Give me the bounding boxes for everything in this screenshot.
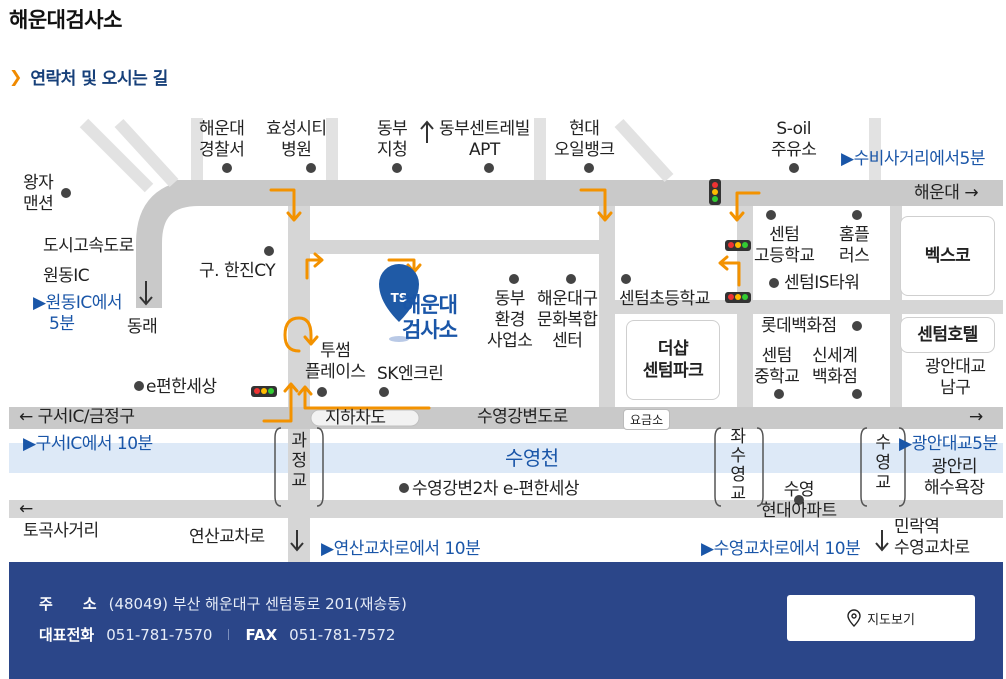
fax-label: FAX [245, 625, 278, 644]
road-label-suyeong: 수영강변도로 [477, 407, 568, 427]
river-label: 수영천 [505, 446, 559, 470]
phone-value: 051-781-7570 [106, 625, 213, 644]
traffic-light-icon [725, 240, 751, 251]
place-markers [61, 163, 862, 505]
place-centum-is-tower: 센텀IS타워 [784, 273, 860, 293]
place-e-pyeonhan: e편한세상 [146, 377, 217, 397]
phone-label: 대표전화 [39, 626, 95, 644]
traffic-light-icon [725, 292, 751, 303]
toll-label: 요금소 [623, 409, 671, 430]
place-yeonsan: 연산교차로 [189, 527, 265, 547]
road-h-mid [310, 240, 599, 254]
location-pin-icon [379, 264, 419, 342]
river-band [9, 443, 1003, 473]
road-v1-lower [288, 429, 310, 562]
address-label: 주 소 [39, 595, 97, 613]
address-row: 주 소 (48049) 부산 해운대구 센텀동로 201(재송동) [39, 593, 407, 614]
tunnel-label: 지하차도 [325, 408, 386, 428]
map-roads-layer [9, 118, 1003, 562]
view-map-label: 지도보기 [867, 612, 915, 628]
place-old-hanjin: 구. 한진CY [199, 261, 276, 281]
place-suyeong-e-pyeonhan: 수영강변2차 e-편한세상 [412, 479, 580, 499]
direction-yeonsan: ▶연산교차로에서 10분 [321, 539, 481, 559]
traffic-light-icon [709, 179, 721, 205]
road-lower [9, 500, 1003, 518]
road-label-guseo: ← 구서IC/금정구 [19, 407, 135, 427]
page-title: 해운대검사소 [9, 8, 122, 32]
centum-hotel-box: 센텀호텔 [900, 317, 995, 353]
fax-value: 051-781-7572 [289, 625, 396, 644]
traffic-light-icon [251, 386, 277, 397]
road-suyeong-gangbyeon [9, 407, 1003, 429]
road-arrow-left: ← [19, 499, 33, 519]
contact-footer: 주 소 (48049) 부산 해운대구 센텀동로 201(재송동) 대표전화 0… [9, 562, 1003, 679]
chevron-right-icon: ❯ [9, 67, 23, 86]
place-togok: 토곡사거리 [23, 521, 99, 541]
bexco-box: 벡스코 [900, 216, 995, 296]
ts-logo: TS [390, 291, 408, 305]
phone-row: 대표전화 051-781-7570 FAX 051-781-7572 [39, 624, 395, 645]
direction-gwangan: ▶광안대교5분 [899, 434, 998, 454]
road-label-haeundae: 해운대 → [914, 183, 979, 203]
direction-subi: ▶수비사거리에서5분 [841, 149, 986, 169]
road-v4 [890, 206, 902, 407]
direction-suyeong-cross: ▶수영교차로에서 10분 [701, 539, 861, 559]
road-h-mid3 [753, 300, 1003, 314]
tunnel-shape [310, 409, 420, 427]
separator [228, 629, 230, 640]
view-map-button[interactable]: 지도보기 [787, 595, 975, 641]
place-centum-elem: 센텀초등학교 [619, 289, 710, 309]
route-arrows [262, 188, 761, 423]
address-value: (48049) 부산 해운대구 센텀동로 201(재송동) [108, 595, 407, 613]
road-v2 [599, 206, 615, 407]
place-dongrae: 동래 [127, 317, 158, 337]
road-v3 [737, 206, 753, 407]
direction-guseo-ic: ▶구서IC에서 10분 [23, 434, 153, 454]
section-heading: ❯ 연락처 및 오시는 길 [9, 64, 168, 89]
section-title: 연락처 및 오시는 길 [30, 69, 168, 89]
road-v1 [288, 206, 310, 407]
road-haeundae [169, 180, 1003, 206]
road-arrow-right: → [969, 407, 983, 427]
location-pin-icon [847, 609, 861, 627]
place-lotte: 롯데백화점 [761, 316, 837, 336]
road-urban-highway [136, 180, 209, 308]
road-h-mid2 [615, 300, 737, 314]
place-sk-encleen: SK엔크린 [377, 364, 444, 384]
